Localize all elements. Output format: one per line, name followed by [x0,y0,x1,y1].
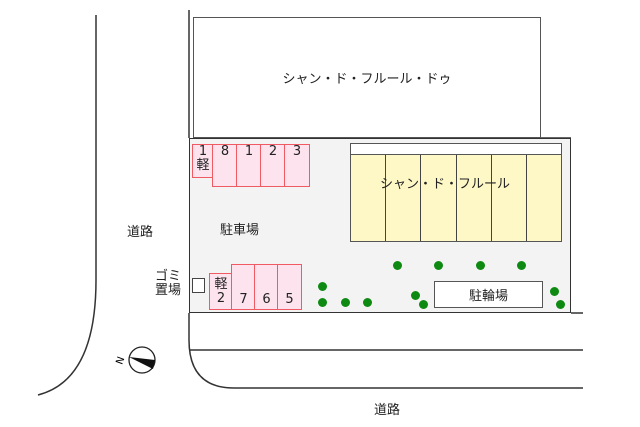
slot-number: 1 [244,144,254,159]
tree-icon [318,298,327,307]
svg-text:N: N [115,355,128,366]
tree-icon [517,261,526,270]
slot-number: 7 [239,292,248,307]
slot-type: 軽 [196,158,210,173]
slot-number: 2 [216,291,226,306]
building-north: シャン・ド・フルール・ドゥ [193,17,541,138]
tree-icon [393,261,402,270]
unit [351,155,387,241]
tree-icon [411,291,420,300]
tree-icon [550,287,559,296]
building-north-label: シャン・ド・フルール・ドゥ [282,72,452,87]
building-main-units [350,154,562,242]
parking-slot: 7 [231,264,256,310]
garbage-label-line1: ゴミ [155,269,182,284]
parking-slot: 2 [260,144,286,187]
unit [386,155,422,241]
parking-label: 駐車場 [220,223,260,238]
tree-icon [341,298,350,307]
tree-icon [556,300,565,309]
unit [527,155,561,241]
garbage-box [192,278,205,293]
tree-icon [318,282,327,291]
tree-icon [434,261,443,270]
road-south-label: 道路 [374,403,401,418]
compass-icon: N [115,346,156,374]
bicycle-parking: 駐輪場 [434,281,543,308]
garbage-area-label: ゴミ 置場 [155,270,181,298]
slot-number: 2 [268,144,278,159]
tree-icon [419,300,428,309]
building-main-label: シャン・ド・フルール [379,177,510,192]
tree-icon [363,298,372,307]
parking-slot: 軽 2 [209,273,233,310]
bicycle-parking-label: 駐輪場 [468,289,508,304]
parking-slot: 1 [236,144,262,187]
property-site: シャン・ド・フルール 1 軽 8 1 2 3 駐車場 軽 2 7 6 5 駐輪場 [189,138,571,313]
building-main: シャン・ド・フルール [350,143,562,242]
tree-icon [476,261,485,270]
slot-number: 6 [262,292,271,307]
slot-number: 3 [292,144,302,159]
slot-number: 5 [285,292,294,307]
parking-slot: 3 [284,144,310,187]
slot-number: 8 [220,144,230,159]
parking-slot: 5 [277,264,302,310]
garbage-label-line2: 置場 [155,283,182,298]
unit [492,155,527,241]
unit [421,155,457,241]
parking-slot: 1 軽 [192,144,214,178]
slot-type: 軽 [214,277,228,292]
parking-slot: 6 [254,264,279,310]
road-west-label: 道路 [127,225,154,240]
unit [457,155,492,241]
parking-slot: 8 [212,144,238,187]
slot-number: 1 [198,144,208,159]
